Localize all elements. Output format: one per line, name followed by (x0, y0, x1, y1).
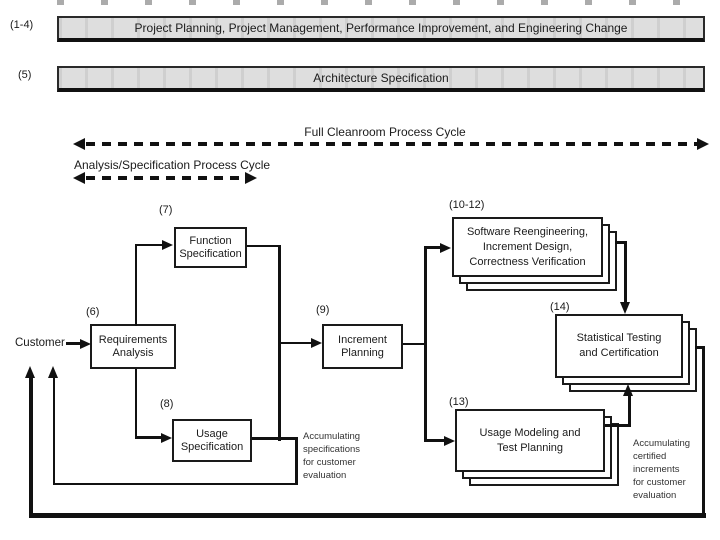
num-sw-reengineering: (10-12) (449, 199, 485, 211)
connector-inner-loop-up (53, 377, 55, 485)
top-bar-architecture-specification-text: Architecture Specification (313, 71, 449, 85)
connector-usage-modeling-out (605, 424, 631, 427)
top-bar-project-planning: Project Planning, Project Management, Pe… (57, 16, 705, 42)
num-function-spec: (7) (159, 204, 173, 216)
full-cycle-right-arrowhead-icon (697, 138, 709, 150)
box-function-specification: Function Specification (174, 227, 247, 268)
num-usage-modeling: (13) (449, 396, 469, 408)
inner-loop-customer-arrowhead-icon (48, 366, 58, 378)
box-increment-planning-line2: Planning (341, 346, 384, 359)
sw-reengineering-arrowhead-icon (440, 243, 451, 253)
connector-to-usage-modeling (424, 439, 445, 442)
stack-software-reengineering: Software Reengineering, Increment Design… (452, 217, 617, 291)
box-function-specification-line2: Specification (179, 247, 242, 260)
connector-outer-loop-right-down (702, 346, 705, 516)
bar-label-5: (5) (18, 69, 32, 81)
box-usage-specification-line1: Usage (196, 427, 228, 440)
annotation-increments-line1: Accumulating (633, 438, 691, 449)
num-increment-planning: (9) (316, 304, 330, 316)
connector-requirements-down (135, 369, 137, 438)
box-function-specification-line1: Function (189, 234, 232, 247)
box-statistical-testing-line1: Statistical Testing (576, 332, 662, 344)
increment-planning-arrowhead-icon (311, 338, 322, 348)
box-usage-modeling: Usage Modeling and Test Planning (455, 409, 605, 472)
full-cycle-dashed-line (86, 142, 698, 146)
annotation-specs-line1: Accumulating (303, 431, 361, 442)
box-usage-modeling-line2: Test Planning (496, 441, 564, 454)
annotation-specs-line2: specifications (303, 444, 361, 455)
annotation-accumulating-specifications: Accumulating specifications for customer… (303, 430, 395, 482)
annotation-increments-line3: increments (633, 464, 680, 475)
usage-modeling-arrowhead-icon (444, 436, 455, 446)
connector-to-sw-reengineering (424, 246, 441, 249)
connector-spec-join-vertical (278, 245, 281, 441)
customer-to-requirements-arrowhead-icon (80, 339, 91, 349)
full-cycle-left-arrowhead-icon (73, 138, 85, 150)
annotation-specs-line3: for customer (303, 457, 356, 468)
connector-usage-spec-out (252, 437, 298, 440)
box-usage-specification: Usage Specification (172, 419, 252, 462)
statistical-testing-bottom-arrowhead-icon (623, 384, 633, 396)
outer-loop-customer-arrowhead-icon (25, 366, 35, 378)
box-requirements-analysis-line1: Requirements (98, 333, 168, 346)
bar-label-1-4: (1-4) (10, 19, 34, 31)
box-requirements-analysis: Requirements Analysis (90, 324, 176, 369)
connector-to-increment-planning (280, 342, 312, 344)
connector-requirements-up (135, 244, 137, 326)
full-cycle-label: Full Cleanroom Process Cycle (304, 125, 466, 139)
scan-artifact-strip (57, 0, 705, 5)
num-requirements: (6) (86, 306, 100, 318)
num-usage-spec: (8) (160, 398, 174, 410)
connector-sw-to-statistical-down (624, 241, 627, 303)
analysis-cycle-dashed-line (86, 176, 246, 180)
connector-modeling-to-statistical-up (628, 396, 631, 427)
top-bar-project-planning-text: Project Planning, Project Management, Pe… (134, 21, 628, 35)
connector-statistical-testing-out (695, 346, 705, 349)
connector-outer-loop-up (29, 377, 33, 517)
box-software-reengineering-line2: Increment Design, (482, 240, 573, 253)
analysis-cycle-left-arrowhead-icon (73, 172, 85, 184)
annotation-accumulating-increments: Accumulating certified increments for cu… (633, 437, 713, 502)
analysis-cycle-label: Analysis/Specification Process Cycle (74, 158, 271, 172)
box-software-reengineering: Software Reengineering, Increment Design… (452, 217, 603, 277)
stack-statistical-testing: Statistical Testing and Certification (555, 314, 697, 392)
box-usage-modeling-line1: Usage Modeling and (479, 426, 581, 439)
annotation-increments-line2: certified (633, 451, 667, 462)
connector-to-usage-spec (135, 436, 162, 439)
box-software-reengineering-line3: Correctness Verification (469, 255, 586, 268)
function-spec-arrowhead-icon (162, 240, 173, 250)
connector-increment-planning-out (403, 343, 426, 345)
analysis-cycle-right-arrowhead-icon (245, 172, 257, 184)
connector-outer-loop-bottom (29, 513, 706, 518)
box-statistical-testing-line2: and Certification (579, 347, 659, 359)
connector-inner-loop-bottom (54, 483, 298, 485)
connector-function-spec-out (247, 245, 280, 247)
connector-inner-loop-down (295, 437, 298, 485)
connector-sw-reengineering-out (615, 241, 627, 244)
connector-split-vertical (424, 246, 427, 442)
annotation-increments-line5: evaluation (633, 490, 677, 501)
box-requirements-analysis-line2: Analysis (112, 346, 154, 359)
annotation-specs-line4: evaluation (303, 470, 347, 481)
customer-label: Customer (15, 337, 65, 349)
top-bar-architecture-specification: Architecture Specification (57, 66, 705, 92)
stack-usage-modeling: Usage Modeling and Test Planning (455, 409, 619, 486)
statistical-testing-top-arrowhead-icon (620, 302, 630, 314)
box-software-reengineering-line1: Software Reengineering, (466, 225, 589, 238)
box-usage-specification-line2: Specification (180, 440, 244, 453)
box-increment-planning-line1: Increment (338, 333, 387, 346)
annotation-increments-line4: for customer (633, 477, 686, 488)
num-statistical-testing: (14) (550, 301, 570, 313)
usage-spec-arrowhead-icon (161, 433, 172, 443)
box-statistical-testing: Statistical Testing and Certification (555, 314, 683, 378)
connector-customer-to-requirements (66, 342, 82, 345)
connector-to-function-spec (135, 244, 163, 246)
box-increment-planning: Increment Planning (322, 324, 403, 369)
